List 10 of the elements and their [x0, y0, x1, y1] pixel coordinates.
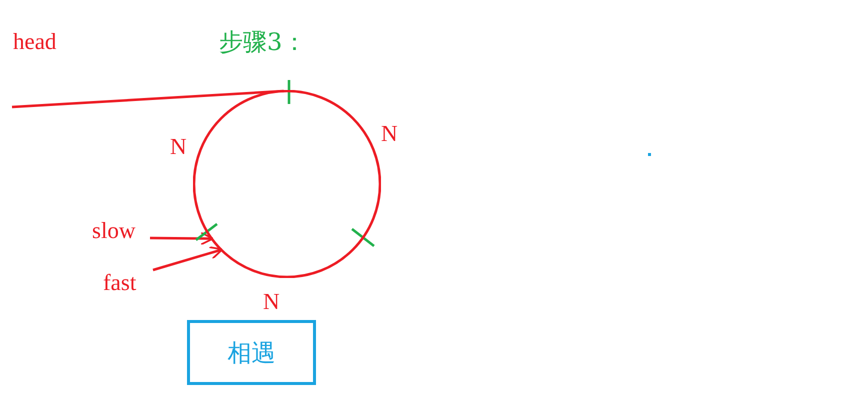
step-title: 步骤3：: [219, 30, 306, 54]
length-label: N: [170, 135, 187, 158]
meet-box: 相遇: [187, 320, 316, 385]
length-label: N: [381, 122, 398, 145]
length-label: N: [263, 290, 280, 313]
head-label: head: [13, 30, 56, 53]
pointer-label: slow: [92, 218, 150, 244]
arrow: [152, 246, 224, 272]
arrow: [150, 232, 214, 246]
pointer-label: fast: [103, 270, 161, 296]
